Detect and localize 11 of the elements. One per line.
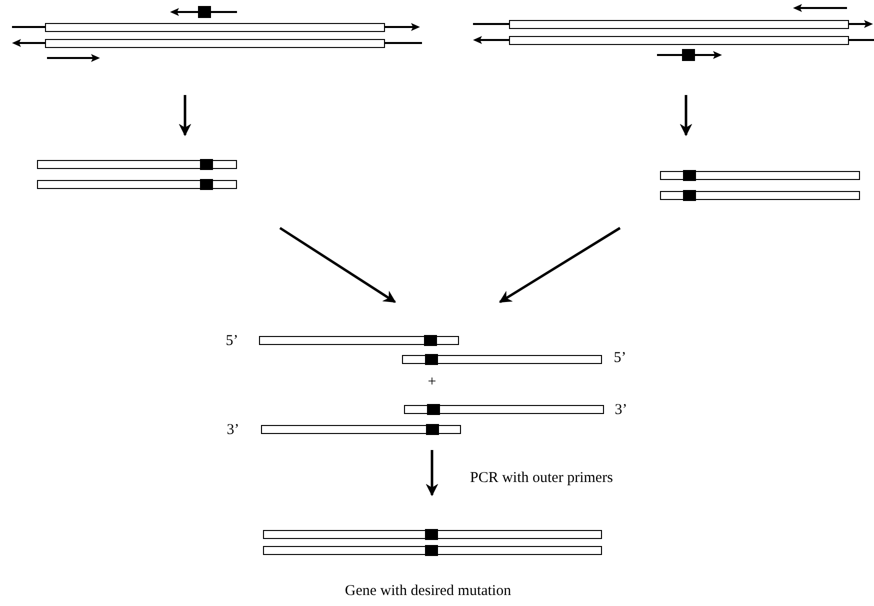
arrow (426, 450, 438, 496)
strand-end-label: 5’ (614, 348, 626, 368)
strand-end-label: 3’ (614, 400, 628, 420)
arrow (279, 226, 396, 304)
strand-end-label: + (428, 372, 436, 392)
strand-end-label: 3’ (226, 420, 240, 440)
arrow (498, 226, 621, 304)
arrow (178, 95, 192, 136)
arrow (680, 95, 692, 136)
node-label: Gene with desired mutation (344, 582, 512, 601)
strand-end-label: 5’ (226, 332, 238, 351)
